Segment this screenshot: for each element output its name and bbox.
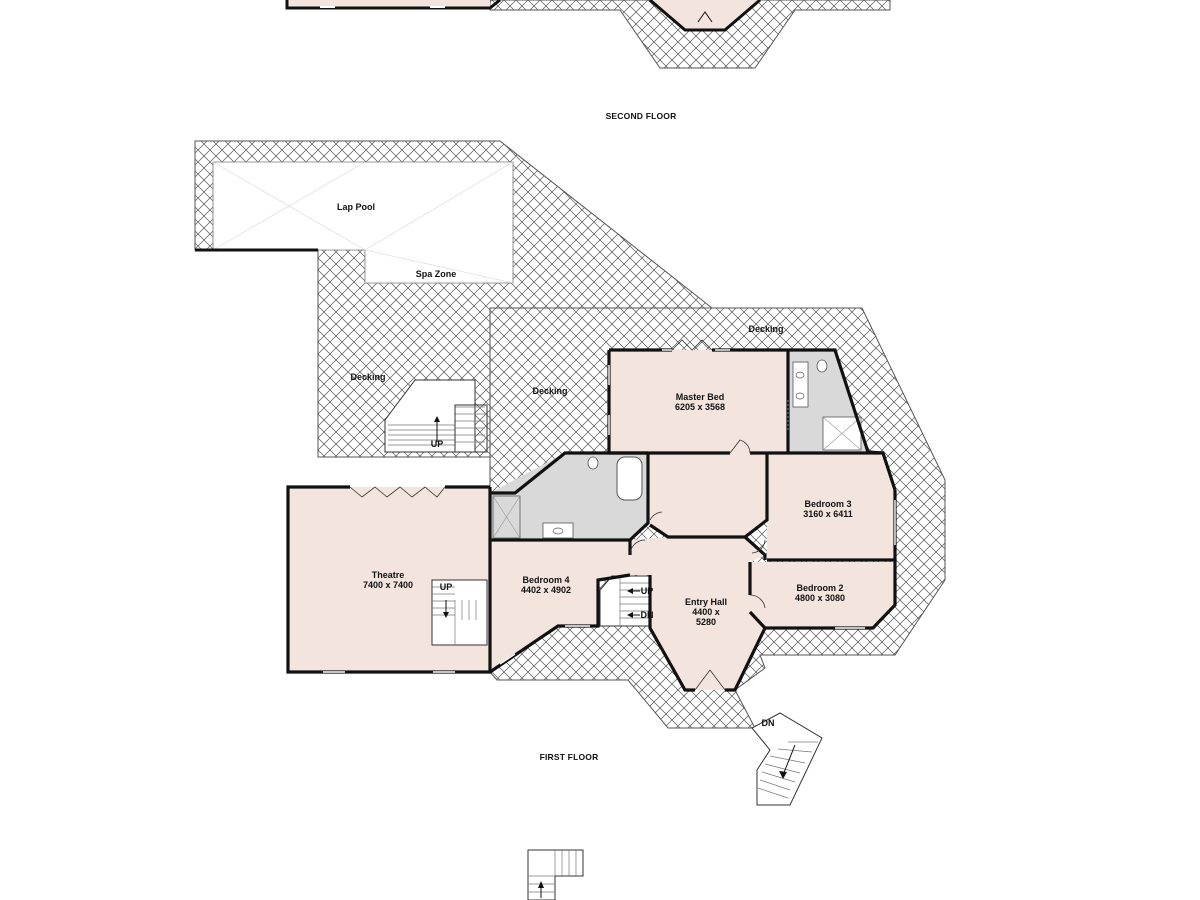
- master-bed-name: Master Bed: [676, 392, 725, 402]
- bedroom-4-size: 4402 x 4902: [521, 585, 571, 595]
- main-bathroom: [490, 453, 648, 540]
- bedroom-3-size: 3160 x 6411: [803, 509, 853, 519]
- entry-hall-name: Entry Hall: [685, 597, 727, 607]
- decking-top-label: Decking: [748, 324, 783, 334]
- lap-pool-label: Lap Pool: [337, 202, 375, 212]
- master-bed-room: [609, 350, 788, 453]
- theatre-stairs-up-label: UP: [440, 582, 453, 592]
- outside-stairs: [751, 712, 823, 806]
- bedroom-2-size: 4800 x 3080: [795, 593, 845, 603]
- second-floor-title: SECOND FLOOR: [606, 111, 677, 121]
- theatre-size: 7400 x 7400: [363, 580, 413, 590]
- entry-hall-size-1: 4400 x: [692, 607, 720, 617]
- lower-stairs-fragment: [527, 849, 584, 900]
- entry-stairs-up-label: UP: [641, 586, 654, 596]
- master-bed-size: 6205 x 3568: [675, 402, 725, 412]
- bedroom-2-room: [750, 562, 895, 628]
- spa-zone-label: Spa Zone: [416, 269, 457, 279]
- deck-stairs-up-label: UP: [431, 439, 444, 449]
- walls: [286, 348, 897, 692]
- entry-hall-size-2: 5280: [696, 617, 716, 627]
- bedroom-2-name: Bedroom 2: [796, 583, 843, 593]
- first-floor-title: FIRST FLOOR: [540, 752, 599, 762]
- theatre-stairs: [431, 579, 488, 646]
- bedroom-4-name: Bedroom 4: [522, 575, 569, 585]
- bedroom-3-room: [767, 453, 895, 560]
- theatre-name: Theatre: [372, 570, 405, 580]
- deck-stairs: [384, 379, 488, 453]
- second-floor-fragment: [285, 0, 891, 69]
- outside-stairs-dn-label: DN: [762, 718, 775, 728]
- doors: [349, 339, 789, 691]
- windows: [323, 349, 896, 673]
- central-room: [648, 453, 767, 537]
- bedroom-4-room: [490, 540, 630, 672]
- second-floor-room-edge: [287, 0, 490, 8]
- decking-left-label: Decking: [350, 372, 385, 382]
- second-floor-deck: [489, 0, 891, 69]
- bedroom-3-name: Bedroom 3: [804, 499, 851, 509]
- entry-stairs-dn-label: DN: [641, 610, 654, 620]
- decking-mid-label: Decking: [532, 386, 567, 396]
